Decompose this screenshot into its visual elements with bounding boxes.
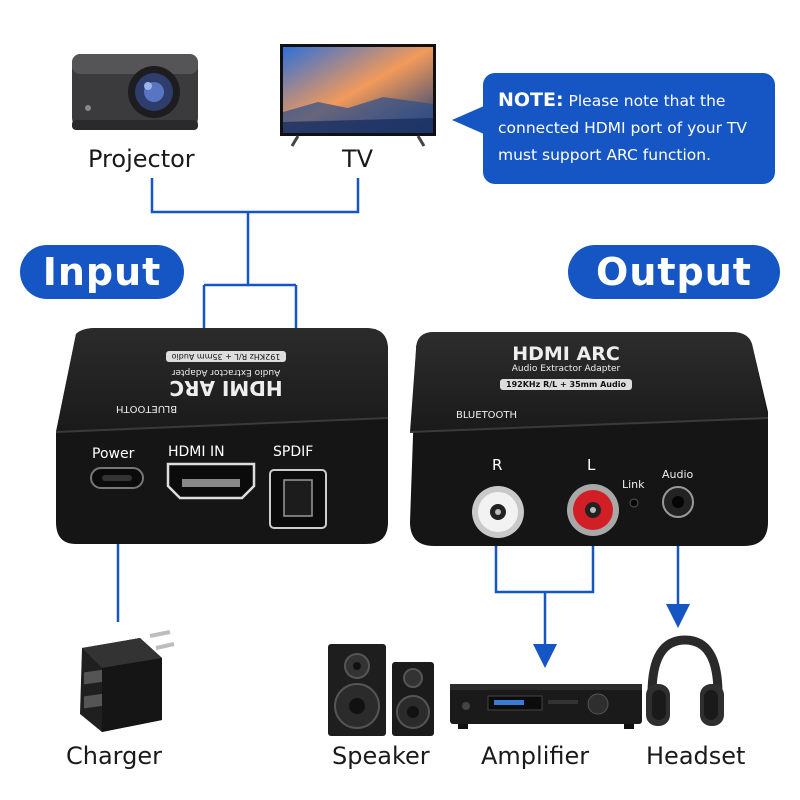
audio-jack-label: Audio [662,468,694,481]
input-device: BLUETOOTH HDMI ARC Audio Extractor Adapt… [36,322,394,552]
note-text: Please note that the connected HDMI port… [498,92,747,164]
headset-label: Headset [646,742,746,770]
projector-label: Projector [88,145,195,173]
note-callout: NOTE: Please note that the connected HDM… [483,73,775,184]
input-spec: 192KHz R/L + 35mm Audio [165,351,287,362]
input-brand: BLUETOOTH [116,403,178,414]
arrowhead-headset [666,604,690,628]
output-label-plate: HDMI ARC Audio Extractor Adapter 192KHz … [446,344,686,404]
input-section-label: Input [20,245,184,299]
input-label-plate: BLUETOOTH HDMI ARC Audio Extractor Adapt… [116,344,336,414]
amplifier-image [448,680,644,732]
hdmi-in-port-label: HDMI IN [168,444,225,460]
output-spec: 192KHz R/L + 35mm Audio [500,379,632,390]
note-prefix: NOTE: [498,89,564,111]
charger-image [58,628,178,738]
input-subtitle: Audio Extractor Adapter [171,367,281,377]
speaker-label: Speaker [332,742,430,770]
output-subtitle: Audio Extractor Adapter [511,364,621,374]
tv-label: TV [342,145,374,173]
output-section-label: Output [568,245,780,299]
charger-label: Charger [66,742,162,770]
projector-tv-link-line [150,178,360,214]
input-title: HDMI ARC [169,376,283,400]
speaker-image [320,640,438,740]
arrowhead-amplifier [533,644,557,668]
tv-image [278,42,438,150]
output-brand: BLUETOOTH [456,410,518,421]
rca-right-label: R [492,456,503,474]
rca-left-label: L [587,456,596,474]
output-device: HDMI ARC Audio Extractor Adapter 192KHz … [406,322,776,554]
power-port-label: Power [92,446,135,462]
headset-image [640,632,730,736]
link-label: Link [622,478,645,491]
note-pointer [452,106,484,134]
spdif-port-label: SPDIF [273,444,314,460]
amplifier-label: Amplifier [481,742,590,770]
output-title: HDMI ARC [512,343,620,365]
projector-image [68,48,208,138]
